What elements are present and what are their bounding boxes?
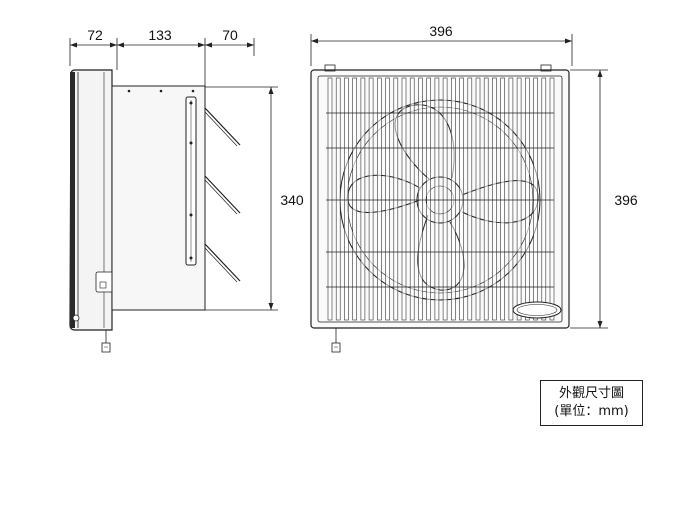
grille-bar <box>352 77 358 321</box>
grille-bar <box>385 77 390 321</box>
grille-bar <box>508 77 514 321</box>
logo-badge <box>512 301 562 319</box>
dim-label-133: 133 <box>148 27 172 43</box>
grille-bar <box>500 77 506 321</box>
grille-bar <box>335 77 341 321</box>
grille-bar <box>327 77 333 321</box>
dim-label-396-width: 396 <box>429 23 453 39</box>
dim-line-340 <box>268 87 274 310</box>
side-louvers <box>204 107 241 283</box>
side-front-panel <box>69 69 115 331</box>
grille-bar <box>434 77 440 321</box>
grille-bar <box>549 77 555 321</box>
grille-bar <box>393 77 399 321</box>
grille-bar <box>344 77 349 321</box>
front-pull-cord <box>331 328 341 353</box>
legend-unit: (單位：mm) <box>554 404 629 419</box>
grille-bar <box>483 77 489 321</box>
grille-bar <box>368 77 374 321</box>
grille-bar <box>442 77 448 321</box>
side-body-housing <box>111 85 206 311</box>
dim-label-340: 340 <box>280 192 304 208</box>
dim-label-396-height: 396 <box>614 192 638 208</box>
dim-line-133 <box>117 42 205 48</box>
grille-bar <box>360 77 366 321</box>
front-grille <box>327 77 555 321</box>
grille-bar <box>418 77 423 321</box>
legend-title: 外觀尺寸圖 <box>558 386 624 401</box>
dim-label-72: 72 <box>87 27 103 43</box>
grille-bar <box>409 77 415 321</box>
grille-bar <box>450 77 456 321</box>
dim-line-70 <box>205 42 254 48</box>
dim-line-396-height <box>597 70 603 328</box>
grille-bar <box>426 77 432 321</box>
legend-box: 外觀尺寸圖 (單位：mm) <box>540 380 643 426</box>
grille-bar <box>459 77 464 321</box>
grille-bar <box>475 77 481 321</box>
grille-bar <box>516 77 522 321</box>
dim-label-70: 70 <box>222 27 238 43</box>
grille-bar <box>533 77 538 321</box>
front-view <box>310 34 608 353</box>
grille-bar <box>467 77 473 321</box>
front-outer-frame <box>310 69 570 329</box>
grille-bar <box>401 77 407 321</box>
dim-line-396-width <box>311 38 572 44</box>
dim-line-72 <box>70 42 117 48</box>
side-view <box>69 38 278 353</box>
front-grille-rings <box>326 112 554 288</box>
grille-bar <box>376 77 382 321</box>
side-pull-cord <box>101 330 111 353</box>
grille-bar <box>524 77 530 321</box>
grille-bar <box>541 77 547 321</box>
grille-bar <box>492 77 497 321</box>
